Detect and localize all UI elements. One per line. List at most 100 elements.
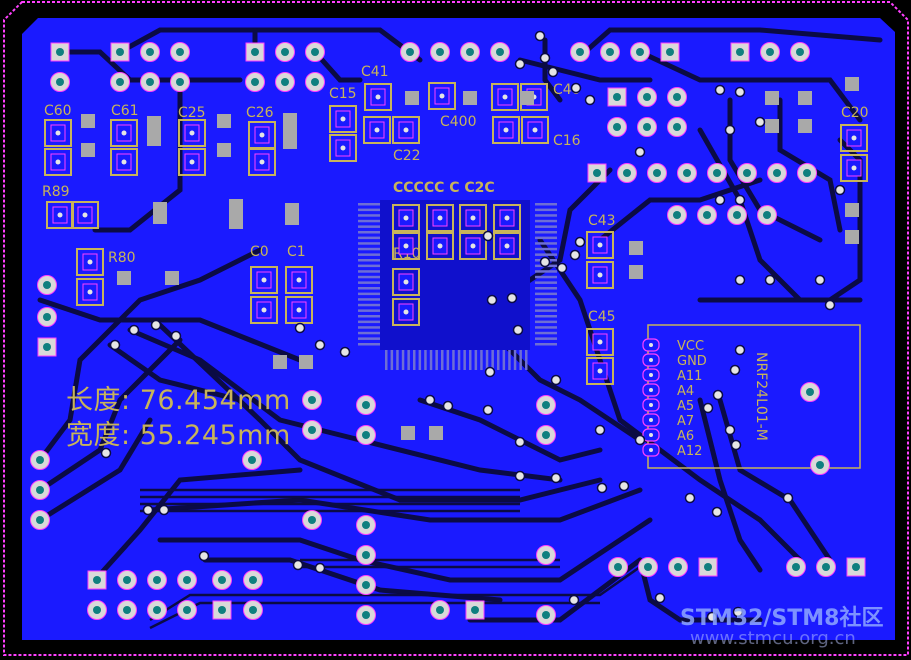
through-hole-pad xyxy=(275,72,295,92)
label-cap-row: CCCCC C C2C xyxy=(393,180,495,196)
smd-pad xyxy=(44,119,72,147)
through-hole-pad xyxy=(37,275,57,295)
dimension-width: 宽度: 55.245mm xyxy=(66,413,291,452)
label-c22: C22 xyxy=(393,148,421,164)
via xyxy=(570,82,582,94)
through-hole-pad xyxy=(302,390,322,410)
bare-pad xyxy=(217,143,231,157)
via xyxy=(424,394,436,406)
smd-pad xyxy=(329,105,357,133)
smd-pad xyxy=(492,116,520,144)
label-r80: R80 xyxy=(108,250,136,266)
smd-pad xyxy=(178,119,206,147)
label-c15: C15 xyxy=(329,86,357,102)
bare-pad xyxy=(629,241,643,255)
smd-pad xyxy=(110,119,138,147)
through-hole-pad xyxy=(797,163,817,183)
through-hole-pad xyxy=(810,455,830,475)
smd-pad xyxy=(250,296,278,324)
through-hole-pad xyxy=(245,72,265,92)
board-outline xyxy=(3,1,909,656)
via xyxy=(506,292,518,304)
via xyxy=(292,559,304,571)
via xyxy=(170,330,182,342)
via xyxy=(150,319,162,331)
via xyxy=(732,606,744,618)
smd-pad xyxy=(392,232,420,260)
through-hole-pad xyxy=(667,205,687,225)
via xyxy=(339,346,351,358)
via xyxy=(314,562,326,574)
via xyxy=(539,52,551,64)
label-c60: C60 xyxy=(44,103,72,119)
via xyxy=(482,404,494,416)
through-hole-pad xyxy=(536,605,556,625)
through-hole-pad xyxy=(302,510,322,530)
via xyxy=(711,506,723,518)
through-hole-pad xyxy=(638,557,658,577)
label-c400: C400 xyxy=(440,114,477,130)
via xyxy=(618,480,630,492)
through-hole-pad xyxy=(356,605,376,625)
through-hole-pad xyxy=(356,545,376,565)
bare-pad xyxy=(165,271,179,285)
length-label: 长度: xyxy=(66,385,131,416)
through-hole-pad xyxy=(698,557,718,577)
bare-pad xyxy=(81,114,95,128)
bare-pad xyxy=(429,426,443,440)
through-hole-pad xyxy=(356,395,376,415)
through-hole-pad xyxy=(243,570,263,590)
via xyxy=(442,400,454,412)
bare-pad xyxy=(405,91,419,105)
label-c45: C45 xyxy=(588,309,616,325)
bare-pad xyxy=(401,426,415,440)
via xyxy=(734,344,746,356)
via xyxy=(734,86,746,98)
through-hole-pad xyxy=(465,600,485,620)
label-c26: C26 xyxy=(246,105,274,121)
through-hole-pad xyxy=(140,72,160,92)
smd-pad xyxy=(491,83,519,111)
watermark-brand: STM32/STM8社区 xyxy=(680,606,884,631)
through-hole-pad xyxy=(730,42,750,62)
through-hole-pad xyxy=(140,42,160,62)
through-hole-pad xyxy=(667,87,687,107)
bare-pad xyxy=(798,119,812,133)
bare-pad xyxy=(217,114,231,128)
through-hole-pad xyxy=(490,42,510,62)
via xyxy=(314,339,326,351)
smd-pad xyxy=(250,266,278,294)
nrf-header-pin: GND xyxy=(642,353,707,369)
via xyxy=(724,424,736,436)
through-hole-pad xyxy=(212,570,232,590)
via xyxy=(550,374,562,386)
through-hole-pad xyxy=(536,545,556,565)
vias xyxy=(100,30,846,623)
smd-pad xyxy=(586,261,614,289)
smd-pad xyxy=(840,124,868,152)
via xyxy=(512,324,524,336)
via xyxy=(734,194,746,206)
bus-traces xyxy=(140,488,651,630)
bare-pad xyxy=(765,119,779,133)
through-hole-pad xyxy=(212,600,232,620)
label-c16: C16 xyxy=(553,133,581,149)
smd-pad xyxy=(363,116,391,144)
via xyxy=(724,124,736,136)
via xyxy=(514,470,526,482)
via xyxy=(482,230,494,242)
width-label: 宽度: xyxy=(66,420,131,451)
through-hole-pad xyxy=(356,425,376,445)
smd-pad xyxy=(459,232,487,260)
through-hole-pad xyxy=(356,515,376,535)
bare-pad xyxy=(117,271,131,285)
bare-pad xyxy=(629,265,643,279)
via xyxy=(634,146,646,158)
via xyxy=(547,66,559,78)
smd-pad xyxy=(392,298,420,326)
through-hole-pad xyxy=(760,42,780,62)
through-hole-pad xyxy=(697,205,717,225)
through-hole-pad xyxy=(117,600,137,620)
through-hole-pad xyxy=(630,42,650,62)
bare-pad xyxy=(845,77,859,91)
